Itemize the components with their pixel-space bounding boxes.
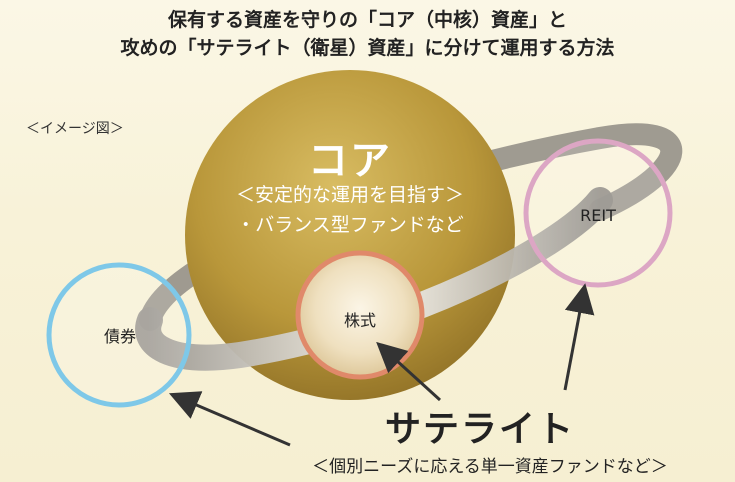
core-title: コア bbox=[308, 138, 392, 184]
arrow-to-reit bbox=[563, 283, 595, 391]
image-label: ＜イメージ図＞ bbox=[26, 121, 124, 137]
satellite-subtitle: ＜個別ニーズに応える単一資産ファンドなど＞ bbox=[312, 457, 668, 477]
core-description-1: ＜安定的な運用を目指す＞ bbox=[235, 184, 464, 206]
core-sphere bbox=[185, 70, 515, 400]
bond-label: 債券 bbox=[103, 327, 136, 346]
title-line-1: 保有する資産を守りの「コア（中核）資産」と bbox=[167, 9, 567, 31]
core-description-2: ・バランス型ファンドなど bbox=[236, 214, 464, 236]
title-line-2: 攻めの「サテライト（衛星）資産」に分けて運用する方法 bbox=[120, 37, 615, 59]
satellite-title: サテライト bbox=[384, 409, 575, 450]
reit-circle bbox=[523, 138, 673, 288]
arrow-to-bond bbox=[168, 391, 291, 447]
bond-circle bbox=[46, 262, 192, 408]
stock-label: 株式 bbox=[343, 311, 376, 330]
arrow-to-stock bbox=[376, 341, 442, 402]
reit-label: REIT bbox=[580, 206, 616, 225]
page-title: 保有する資産を守りの「コア（中核）資産」と 攻めの「サテライト（衛星）資産」に分… bbox=[0, 6, 735, 62]
